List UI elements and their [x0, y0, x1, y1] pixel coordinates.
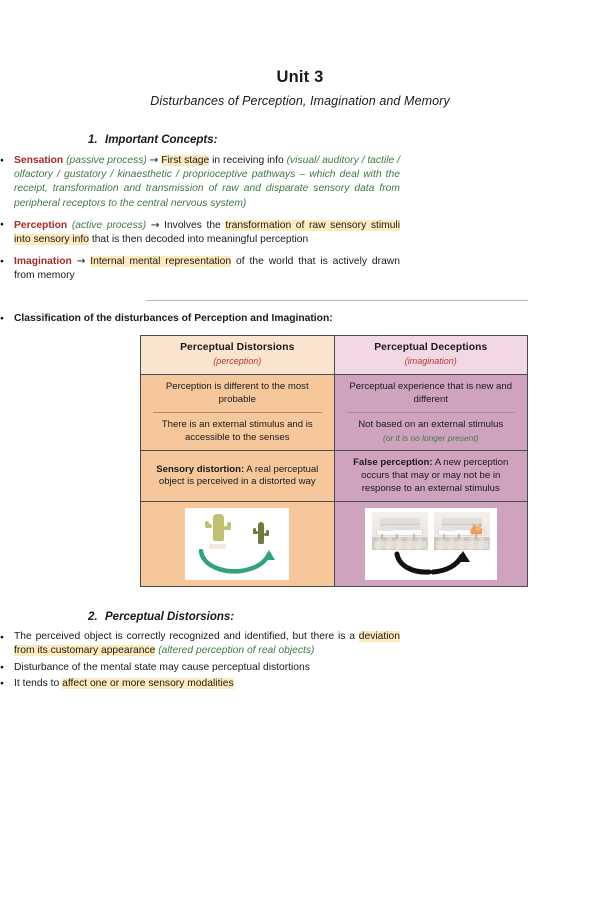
perception-plain-text: that is then decoded into meaningful per…: [88, 234, 309, 246]
cactus-pair: [185, 508, 289, 550]
definition-term-sensory-distortion: Sensory distortion:: [156, 463, 245, 475]
classification-label-list: Classification of the disturbances of Pe…: [0, 311, 400, 326]
term-imagination: Imagination: [14, 256, 72, 268]
sensation-italic-note: (visual/ auditory / tactile / olfactory …: [14, 155, 400, 209]
cactus-small-icon: [251, 522, 271, 548]
table-figure-row: [140, 501, 528, 588]
arrow-icon: →: [150, 218, 160, 231]
cell-left-figure: [140, 501, 335, 588]
bullet3-plain-text: It tends to: [14, 677, 63, 689]
bullet1-plain-text: The perceived object is correctly recogn…: [14, 631, 359, 643]
page-title: Unit 3: [276, 68, 324, 86]
highlight-internal-mental: Internal mental representation: [90, 256, 232, 268]
table-header-distorsions: Perceptual Distorsions (perception): [140, 334, 335, 376]
qualifier-perception: (active process): [71, 219, 147, 231]
cell-inner-divider: [153, 412, 322, 414]
highlight-first-stage: First stage: [161, 155, 210, 166]
definition-text-left: A real perceptual object is perceived in…: [158, 463, 319, 488]
table-row: Sensory distortion: A real perceptual ob…: [140, 450, 528, 503]
bedroom-photo-with-cat: [433, 512, 490, 551]
distorsions-bullet-list: The perceived object is correctly recogn…: [0, 630, 400, 691]
horizontal-divider: [146, 299, 528, 301]
cell-right-definition: False perception: A new perception occur…: [333, 450, 528, 503]
header-title-left: Perceptual Distorsions: [180, 341, 295, 353]
cat-icon: [470, 522, 483, 535]
document-page: Unit 3 Disturbances of Perception, Imagi…: [0, 68, 600, 916]
bullet-sensation: Sensation (passive process) → First stag…: [0, 153, 400, 211]
concepts-bullet-list: Sensation (passive process) → First stag…: [0, 153, 401, 284]
arrow-icon: →: [149, 154, 159, 166]
cell-inner-divider: [346, 412, 515, 414]
section-number-1: 1.: [88, 134, 98, 146]
section-heading-2: 2. Perceptual Distorsions:: [88, 611, 600, 623]
bedroom-photo-without-cat: [371, 512, 428, 551]
header-title-right: Perceptual Deceptions: [374, 341, 488, 353]
term-perception: Perception: [14, 219, 68, 231]
cactus-distortion-figure: [185, 508, 290, 581]
table-row: Perception is different to the most prob…: [140, 374, 528, 452]
cell-right-row2-text: Not based on an external stimulus: [358, 419, 504, 431]
perception-lead-text: Involves the: [159, 219, 226, 231]
cell-left-criteria: Perception is different to the most prob…: [140, 374, 335, 452]
bullet-perception: Perception (active process) → Involves t…: [0, 217, 401, 247]
header-sub-left: (perception): [213, 356, 262, 367]
qualifier-sensation: (passive process): [66, 155, 147, 166]
imagination-plain-text: of the world that is actively drawn from…: [14, 256, 400, 282]
cell-left-definition: Sensory distortion: A real perceptual ob…: [140, 450, 335, 503]
header-sub-right: (imagination): [404, 356, 457, 367]
section-number-2: 2.: [88, 611, 98, 624]
cell-right-row1-text: Perceptual experience that is new and di…: [349, 381, 513, 405]
table-header-deceptions: Perceptual Deceptions (imagination): [333, 334, 528, 376]
term-sensation: Sensation: [14, 155, 64, 166]
classification-label: Classification of the disturbances of Pe…: [0, 311, 400, 326]
bullet-imagination: Imagination → Internal mental representa…: [0, 254, 400, 283]
section-heading-1: 1. Important Concepts:: [88, 134, 600, 146]
black-arrow-arc-icon: [394, 551, 470, 575]
bullet-perceived-object: The perceived object is correctly recogn…: [0, 630, 400, 658]
sensation-plain-text: in receiving info: [209, 155, 287, 166]
section-title-1: Important Concepts:: [105, 134, 218, 146]
cactus-large-icon: [203, 514, 233, 550]
cell-left-row2-text: There is an external stimulus and is acc…: [161, 419, 313, 443]
bullet2-plain-text: Disturbance of the mental state may caus…: [14, 661, 310, 673]
definition-text-right: A new perception occurs that may or may …: [361, 457, 509, 494]
table-header-row: Perceptual Distorsions (perception) Perc…: [140, 334, 528, 376]
bedroom-photo-pair: [365, 508, 497, 551]
bullet1-italic-note: (altered perception of real objects): [155, 645, 315, 657]
section-title-2: Perceptual Distorsions:: [105, 611, 235, 624]
highlight-affect-modalities: affect one or more sensory modalities: [62, 677, 234, 689]
cell-right-criteria: Perceptual experience that is new and di…: [333, 374, 528, 452]
green-arrow-arc-icon: [199, 549, 276, 574]
bullet-sensory-modalities: It tends to affect one or more sensory m…: [0, 676, 400, 691]
cell-right-figure: [333, 501, 528, 588]
cell-left-row1-text: Perception is different to the most prob…: [165, 381, 309, 405]
page-subtitle: Disturbances of Perception, Imagination …: [150, 94, 450, 108]
bedroom-cat-deception-figure: [364, 508, 497, 581]
classification-table-wrapper: Perceptual Distorsions (perception) Perc…: [140, 334, 600, 588]
classification-table: Perceptual Distorsions (perception) Perc…: [140, 334, 528, 588]
definition-term-false-perception: False perception:: [353, 457, 433, 469]
bullet-mental-state: Disturbance of the mental state may caus…: [0, 660, 400, 675]
cell-right-row2-note: (or it is no longer present): [383, 432, 479, 443]
arrow-icon: →: [76, 255, 86, 268]
